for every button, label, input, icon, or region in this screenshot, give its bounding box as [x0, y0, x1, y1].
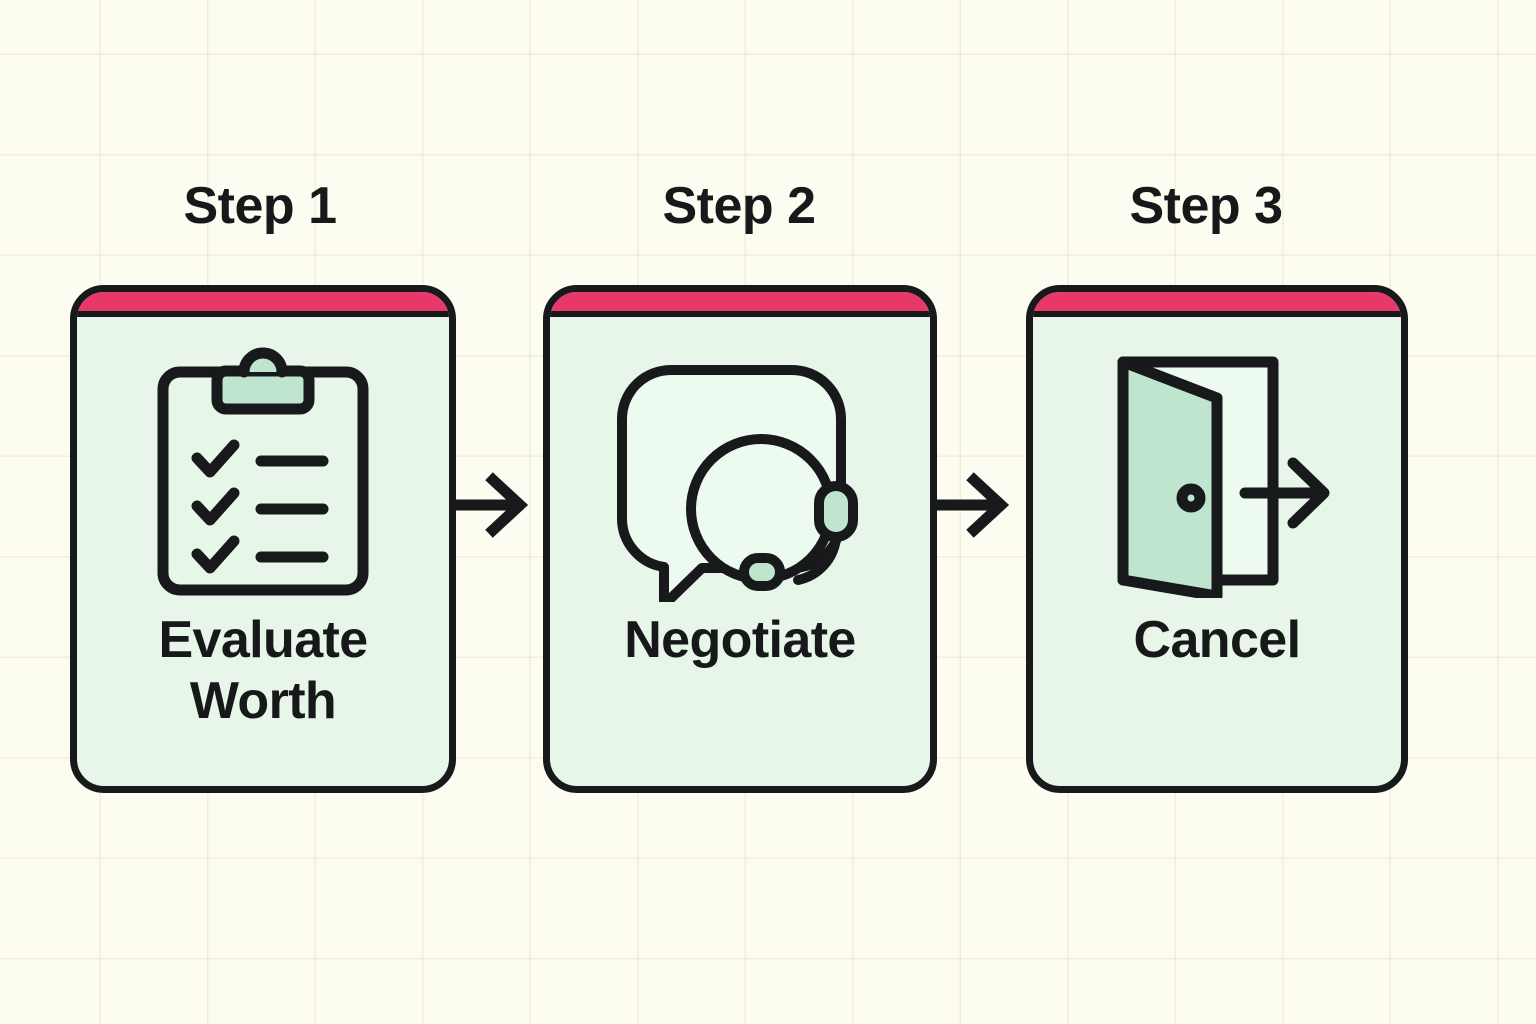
- step-2-accent-bar: [550, 292, 930, 317]
- step-1-accent-bar: [77, 292, 449, 317]
- step-1-heading: Step 1: [183, 177, 337, 235]
- step-1-card[interactable]: Evaluate Worth: [70, 285, 456, 793]
- step-3-accent-bar: [1033, 292, 1401, 317]
- step-1-label: Evaluate Worth: [158, 611, 368, 731]
- step-3-heading: Step 3: [1129, 177, 1283, 235]
- clipboard-checklist-icon: [148, 340, 378, 608]
- step-3-card[interactable]: Cancel: [1026, 285, 1408, 793]
- step-2-label: Negotiate: [624, 611, 856, 669]
- step-3-label: Cancel: [1133, 611, 1302, 669]
- headset-speech-bubble-icon: [604, 340, 876, 608]
- arrow-step1-to-step2: [453, 470, 545, 540]
- step-2-card[interactable]: Negotiate: [543, 285, 937, 793]
- exit-door-arrow-icon: [1093, 340, 1341, 608]
- step-2-heading: Step 2: [662, 177, 816, 235]
- arrow-step2-to-step3: [934, 470, 1026, 540]
